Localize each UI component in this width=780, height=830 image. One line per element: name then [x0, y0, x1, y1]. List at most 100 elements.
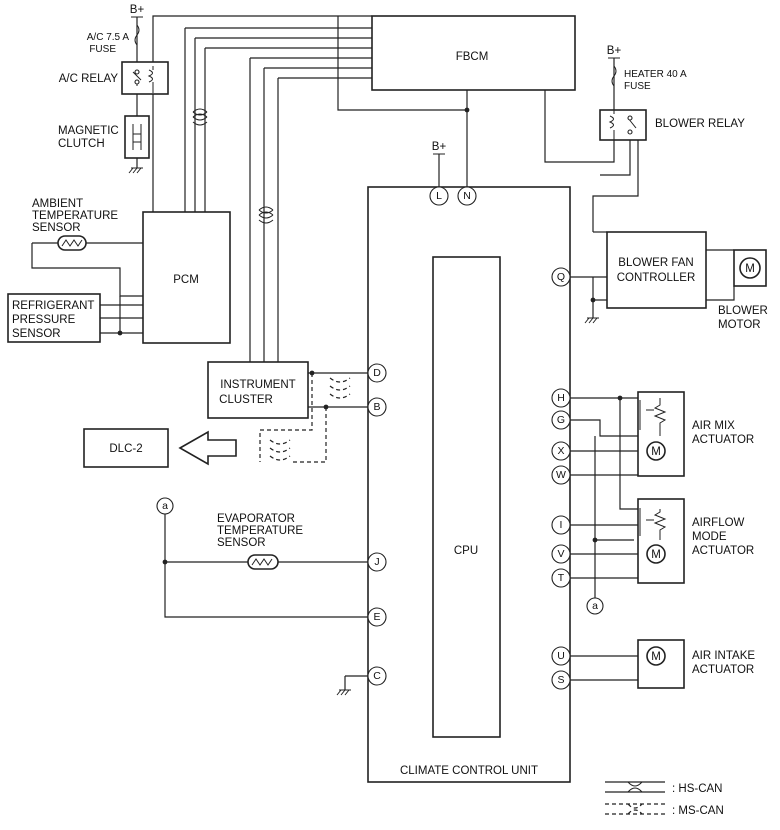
pin-e: E [367, 607, 387, 627]
text-labels: B+ B+ B+ A/C 7.5 A FUSE A/C RELAY MAGNET… [12, 4, 768, 817]
pin-q: Q [551, 267, 571, 287]
ac-fuse-label-1: A/C 7.5 A [87, 32, 130, 43]
airflow-label-2: MODE [692, 531, 727, 543]
airflow-label-3: ACTUATOR [692, 545, 754, 557]
fbcm-label: FBCM [456, 51, 489, 63]
pin-l: L [429, 186, 449, 206]
twisted-pair-markers [192, 108, 351, 461]
legend-ms-can-label: : MS-CAN [672, 805, 724, 817]
svg-text:a: a [162, 500, 168, 512]
svg-text:L: L [436, 190, 442, 202]
dlc-arrow-icon [178, 430, 237, 466]
air-mix-potentiometer-icon [639, 398, 667, 436]
svg-text:E: E [373, 611, 380, 623]
pin-b: B [367, 397, 387, 417]
air-intake-label-2: ACTUATOR [692, 664, 754, 676]
cpu-label: CPU [454, 545, 478, 557]
connector-pins: L N Q D B H G X W I V T J E U S C a a [156, 186, 604, 690]
svg-text:V: V [557, 548, 564, 560]
ac-fuse-label-2: FUSE [89, 44, 116, 55]
cpu-box [432, 256, 501, 738]
legend-hs-can-label: : HS-CAN [672, 783, 722, 795]
magnetic-clutch-box [124, 115, 150, 159]
evap-label-2: TEMPERATURE [217, 525, 303, 537]
svg-text:U: U [557, 650, 565, 662]
pin-t: T [551, 568, 571, 588]
svg-text:S: S [557, 674, 564, 686]
svg-text:T: T [558, 572, 565, 584]
svg-text:I: I [560, 519, 563, 531]
pin-x: X [551, 441, 571, 461]
air-mix-label-1: AIR MIX [692, 420, 735, 432]
bplus-bars [131, 16, 620, 155]
pin-h: H [551, 388, 571, 408]
blower-fan-label-2: CONTROLLER [617, 272, 696, 284]
svg-text:D: D [373, 367, 381, 379]
airflow-potentiometer-icon [639, 508, 667, 540]
pin-v: V [551, 544, 571, 564]
blower-relay-label: BLOWER RELAY [655, 118, 745, 130]
airflow-motor-icon: M [646, 544, 666, 564]
magnetic-clutch-label-1: MAGNETIC [58, 125, 119, 137]
heater-fuse-label-1: HEATER 40 A [624, 69, 687, 80]
svg-text:B: B [373, 401, 380, 413]
blower-fan-controller-box [606, 231, 707, 309]
air-intake-motor-icon: M [646, 646, 666, 666]
refrigerant-label-3: SENSOR [12, 328, 61, 340]
evap-label-1: EVAPORATOR [217, 513, 295, 525]
ccu-bplus-label: B+ [432, 141, 447, 153]
ref-a-bottom: a [586, 597, 604, 615]
ground-symbols [128, 167, 599, 696]
ac-relay-label: A/C RELAY [59, 73, 119, 85]
svg-text:W: W [556, 469, 566, 481]
pin-n: N [457, 186, 477, 206]
svg-text:Q: Q [557, 271, 565, 283]
legend-hs-can-symbol [605, 781, 665, 793]
evaporator-thermistor-icon [247, 554, 279, 570]
fbcm-box [371, 15, 576, 91]
svg-text:X: X [557, 445, 564, 457]
pin-j: J [367, 552, 387, 572]
air-intake-label-1: AIR INTAKE [692, 650, 755, 662]
heater-bplus-label: B+ [607, 45, 622, 57]
junction-dots [117, 107, 623, 565]
pcm-label: PCM [173, 274, 199, 286]
pin-i: I [551, 515, 571, 535]
pin-c: C [367, 666, 387, 686]
blower-motor-label-2: MOTOR [718, 319, 761, 331]
instrument-label-1: INSTRUMENT [220, 379, 295, 391]
ambient-label-1: AMBIENT [32, 198, 83, 210]
ac-relay-box [121, 61, 169, 95]
refrigerant-label-2: PRESSURE [12, 314, 76, 326]
magnetic-clutch-label-2: CLUTCH [58, 138, 105, 150]
evap-label-3: SENSOR [217, 537, 266, 549]
blower-motor-icon: M [739, 257, 761, 279]
airflow-label-1: AIRFLOW [692, 517, 745, 529]
ac-relay-symbol [132, 66, 154, 93]
instrument-label-2: CLUSTER [219, 394, 273, 406]
svg-text:G: G [557, 414, 565, 426]
wires [31, 15, 735, 690]
pin-u: U [551, 646, 571, 666]
legend-ms-can-symbol [605, 803, 665, 815]
air-mix-motor-icon: M [646, 441, 666, 461]
svg-text:H: H [557, 392, 565, 404]
ac-bplus-label: B+ [130, 4, 145, 16]
svg-text:N: N [463, 190, 471, 202]
blower-relay-symbol [608, 110, 637, 140]
heater-fuse-label-2: FUSE [624, 81, 651, 92]
airflow-mode-actuator-box [637, 498, 685, 584]
svg-text:M: M [651, 651, 661, 663]
air-mix-actuator-box [637, 391, 685, 477]
svg-text:C: C [373, 670, 381, 682]
ambient-thermistor-icon [57, 235, 87, 251]
blower-motor-label-1: BLOWER [718, 305, 768, 317]
pin-s: S [551, 670, 571, 690]
refrigerant-label-1: REFRIGERANT [12, 300, 94, 312]
ccu-label: CLIMATE CONTROL UNIT [400, 765, 538, 777]
blower-relay-box [599, 109, 647, 141]
svg-text:M: M [651, 549, 661, 561]
pcm-box [142, 211, 231, 344]
instrument-cluster-box [207, 361, 309, 419]
